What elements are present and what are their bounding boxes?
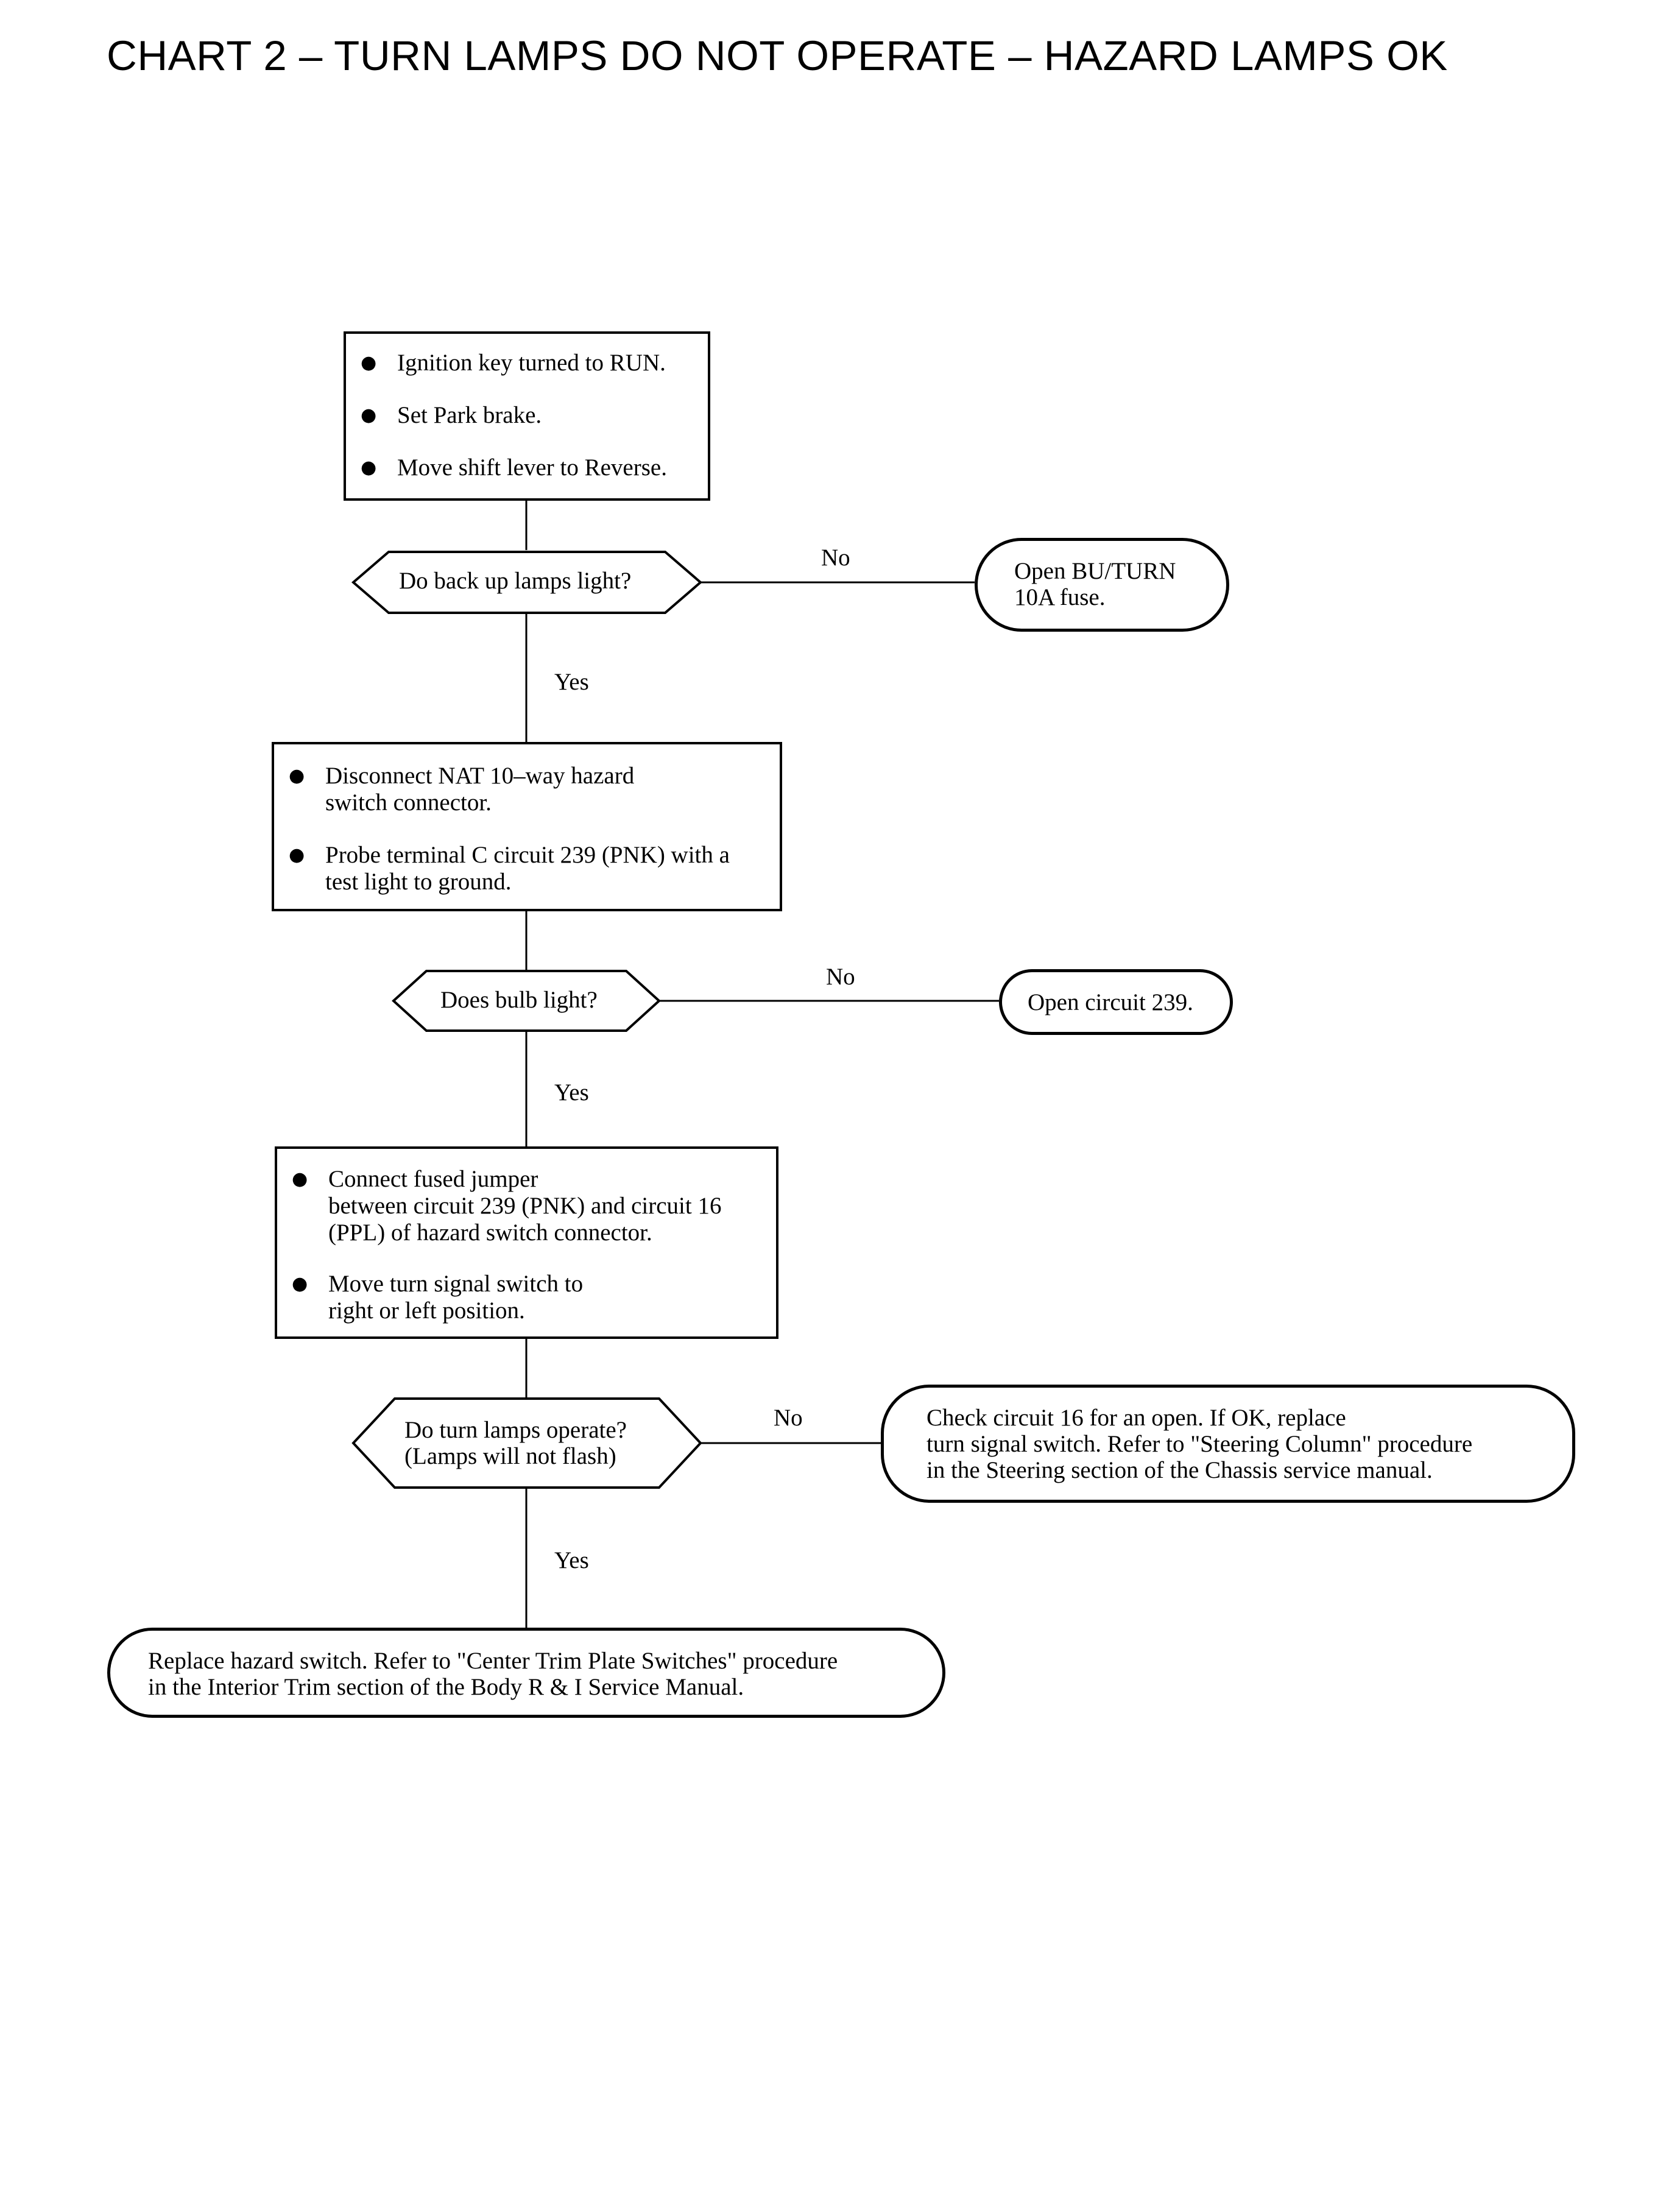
step-1-item-text: Ignition key turned to RUN. <box>397 350 666 376</box>
bullet-icon: ● <box>289 765 305 786</box>
decision-1-no-label: No <box>821 545 850 571</box>
bullet-icon: ● <box>361 404 377 426</box>
result-check-circuit-16: Check circuit 16 for an open. If OK, rep… <box>881 1385 1575 1503</box>
step-1-item: ● Ignition key turned to RUN. <box>346 350 708 376</box>
result-replace-hazard-switch: Replace hazard switch. Refer to "Center … <box>107 1628 945 1718</box>
step-3-item-text: Connect fused jumper between circuit 239… <box>328 1166 722 1246</box>
step-3-item: ● Move turn signal switch to right or le… <box>277 1271 776 1324</box>
step-2-item: ● Probe terminal C circuit 239 (PNK) wit… <box>274 842 780 895</box>
page-title: CHART 2 – TURN LAMPS DO NOT OPERATE – HA… <box>107 32 1448 79</box>
decision-diamond-1 <box>351 551 703 614</box>
decision-3-yes-label: Yes <box>554 1547 589 1573</box>
step-1-item-text: Set Park brake. <box>397 402 542 428</box>
decision-3-question: Do turn lamps operate? (Lamps will not f… <box>404 1417 627 1469</box>
decision-2-question: Does bulb light? <box>440 987 598 1013</box>
step-1-item: ● Move shift lever to Reverse. <box>346 454 708 481</box>
step-2-item-text: Probe terminal C circuit 239 (PNK) with … <box>325 842 730 895</box>
decision-3-no-label: No <box>774 1405 803 1431</box>
step-1-item: ● Set Park brake. <box>346 402 708 429</box>
bullet-icon: ● <box>292 1273 308 1294</box>
decision-diamond-3 <box>351 1397 702 1489</box>
result-open-circuit-239: Open circuit 239. <box>999 969 1233 1035</box>
step-3-item-text: Move turn signal switch to right or left… <box>328 1271 584 1324</box>
step-3-item: ● Connect fused jumper between circuit 2… <box>277 1166 776 1246</box>
step-box-3: ● Connect fused jumper between circuit 2… <box>275 1146 778 1339</box>
decision-1-yes-label: Yes <box>554 669 589 695</box>
decision-2-no-label: No <box>826 964 855 990</box>
step-2-item: ● Disconnect NAT 10–way hazard switch co… <box>274 763 780 816</box>
bullet-icon: ● <box>361 457 377 478</box>
step-2-item-text: Disconnect NAT 10–way hazard switch conn… <box>325 763 635 816</box>
result-open-bu-turn-fuse: Open BU/TURN 10A fuse. <box>975 538 1229 632</box>
decision-1-question: Do back up lamps light? <box>399 568 632 594</box>
bullet-icon: ● <box>361 352 377 373</box>
step-1-item-text: Move shift lever to Reverse. <box>397 454 667 481</box>
bullet-icon: ● <box>292 1168 308 1190</box>
step-box-2: ● Disconnect NAT 10–way hazard switch co… <box>272 742 782 911</box>
decision-2-yes-label: Yes <box>554 1079 589 1106</box>
bullet-icon: ● <box>289 844 305 866</box>
step-box-1: ● Ignition key turned to RUN. ● Set Park… <box>344 331 710 501</box>
decision-diamond-2 <box>392 970 661 1032</box>
step-1-list: ● Ignition key turned to RUN. ● Set Park… <box>346 350 708 481</box>
step-3-list: ● Connect fused jumper between circuit 2… <box>277 1166 776 1324</box>
step-2-list: ● Disconnect NAT 10–way hazard switch co… <box>274 763 780 895</box>
